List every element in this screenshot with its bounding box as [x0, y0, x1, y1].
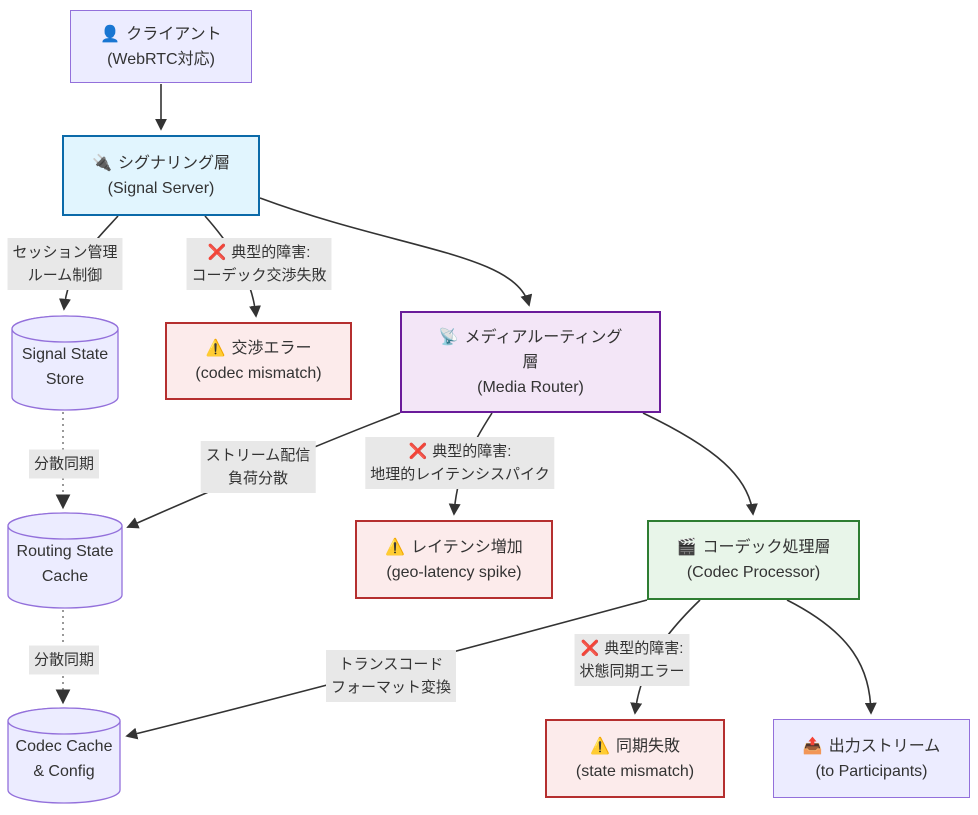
node-media-router: 📡 メディアルーティング 層 (Media Router) [400, 311, 661, 413]
node-latency-error: ⚠️ レイテンシ増加 (geo-latency spike) [355, 520, 553, 599]
edge-label-line: 地理的レイテンシスパイク [370, 466, 550, 483]
routing-state-cache-line2: Cache [41, 568, 89, 585]
edge-label-line: 分散同期 [33, 651, 95, 669]
node-sync-error: ⚠️ 同期失敗 (state mismatch) [545, 719, 725, 798]
node-client-subtitle: (WebRTC対応) [107, 50, 215, 68]
node-media-router-title: メディアルーティング [464, 328, 623, 346]
warning-icon: ⚠️ [590, 737, 610, 755]
edge-label-line: セッション管理 [12, 244, 118, 261]
node-latency-error-title: レイテンシ増加 [411, 538, 523, 556]
node-sync-error-subtitle: (state mismatch) [575, 762, 695, 780]
codec-cache-config-line1: Codec Cache [15, 738, 113, 755]
node-output-stream: 📤 出力ストリーム (to Participants) [773, 719, 970, 798]
edge-label-line: ストリーム配信 [205, 447, 311, 464]
outbox-tray-icon: 📤 [802, 737, 823, 755]
edge-label-line: ルーム制御 [27, 267, 103, 284]
edge-label-session-management: セッション管理 ルーム制御 [7, 238, 123, 290]
cross-mark-icon: ❌ [408, 443, 428, 460]
warning-icon: ⚠️ [205, 340, 226, 357]
edge-label-line: コーデック交渉失敗 [191, 267, 327, 284]
signal-state-store-cylinder [11, 315, 119, 411]
node-negotiation-error-subtitle: (codec mismatch) [195, 365, 322, 382]
node-codec-processor-title: コーデック処理層 [702, 539, 831, 556]
edge-label-line: 負荷分散 [227, 470, 288, 487]
edge-codec-processor-to-output-stream [786, 599, 877, 715]
node-output-stream-subtitle: (to Participants) [815, 762, 928, 780]
clapper-board-icon: 🎬 [676, 539, 697, 556]
edge-label-stream-delivery: ストリーム配信 負荷分散 [200, 441, 316, 493]
edge-label-line: フォーマット変換 [330, 679, 452, 696]
edge-label-state-sync-failure: ❌ 典型的障害: 状態同期エラー [574, 634, 690, 686]
node-latency-error-subtitle: (geo-latency spike) [386, 563, 522, 581]
edge-label-line: 典型的障害: [432, 443, 512, 460]
node-codec-cache-config: Codec Cache & Config [8, 725, 120, 793]
edge-signal-to-media-router [259, 197, 533, 307]
signal-state-store-line2: Store [45, 371, 85, 388]
node-media-router-subtitle: (Media Router) [477, 378, 584, 396]
node-codec-processor: 🎬 コーデック処理層 (Codec Processor) [647, 520, 860, 600]
node-signaling-layer: 🔌 シグナリング層 (Signal Server) [62, 135, 260, 216]
node-negotiation-error: ⚠️ 交渉エラー (codec mismatch) [165, 322, 352, 400]
signal-state-store-line1: Signal State [21, 346, 109, 363]
node-client: 👤 クライアント (WebRTC対応) [70, 10, 252, 83]
routing-state-cache-cylinder [7, 512, 123, 609]
node-routing-state-cache: Routing State Cache [8, 530, 122, 598]
edge-label-distributed-sync-2: 分散同期 [28, 645, 100, 675]
node-sync-error-title: 同期失敗 [615, 737, 680, 755]
edge-label-line: 状態同期エラー [579, 663, 685, 680]
edge-media-router-to-codec-processor [642, 412, 758, 516]
node-signaling-subtitle: (Signal Server) [107, 179, 215, 197]
edge-label-line: 分散同期 [33, 455, 95, 473]
edge-label-line: 典型的障害: [231, 244, 311, 261]
codec-cache-config-line2: & Config [33, 763, 95, 780]
edge-label-codec-failure: ❌ 典型的障害: コーデック交渉失敗 [186, 238, 332, 290]
node-codec-processor-subtitle: (Codec Processor) [686, 564, 821, 581]
node-client-title: クライアント [126, 25, 222, 43]
node-media-router-title2: 層 [522, 353, 539, 371]
cross-mark-icon: ❌ [207, 244, 227, 261]
cross-mark-icon: ❌ [580, 640, 600, 657]
node-output-stream-title: 出力ストリーム [828, 737, 941, 755]
codec-cache-cylinder [7, 707, 121, 804]
warning-icon: ⚠️ [385, 538, 406, 556]
node-signaling-title: シグナリング層 [117, 154, 230, 172]
node-signal-state-store: Signal State Store [12, 333, 118, 401]
plug-icon: 🔌 [92, 154, 112, 172]
edge-label-line: トランスコード [338, 656, 444, 673]
edge-label-line: 典型的障害: [604, 640, 684, 657]
node-negotiation-error-title: 交渉エラー [231, 340, 312, 357]
satellite-icon: 📡 [438, 328, 459, 346]
edge-label-distributed-sync-1: 分散同期 [28, 449, 100, 479]
edge-label-transcode: トランスコード フォーマット変換 [325, 650, 457, 702]
edge-label-geo-latency-failure: ❌ 典型的障害: 地理的レイテンシスパイク [365, 437, 555, 489]
user-icon: 👤 [100, 25, 121, 43]
routing-state-cache-line1: Routing State [16, 543, 114, 560]
